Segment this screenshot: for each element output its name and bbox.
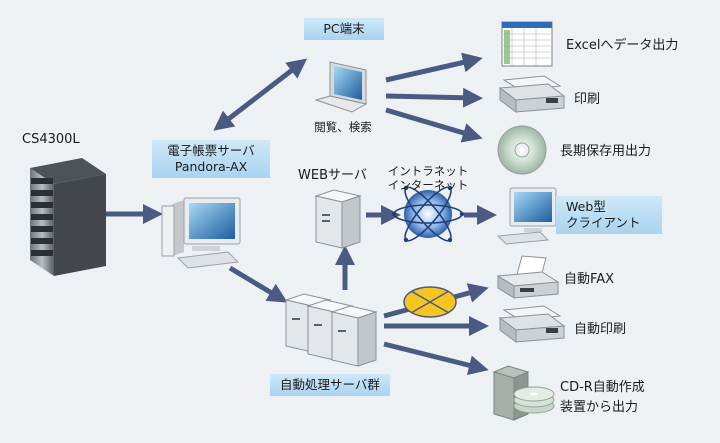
print-output-label: 印刷 [574,92,601,107]
arrow-servers-to-cdr [383,341,489,376]
printer-icon [498,75,566,113]
cdr-line1: CD-R自動作成 [560,380,645,395]
connector-arrows [105,52,497,376]
tower-server-icon [314,189,362,249]
arrow-pandora-to-servers [228,265,288,303]
server-rack-icon [30,158,106,276]
cs4300l-label: CS4300L [22,132,80,147]
cd-disc-icon [497,125,547,175]
pandora-ax-line2: Pandora-AX [174,159,248,174]
web-client-line1: Web型 [566,199,606,214]
desktop-pc-icon [161,197,241,269]
spreadsheet-icon [501,21,553,67]
network-line2: インターネット [387,178,469,192]
cdr-output-label: CD-R自動作成 装置から出力 [560,378,645,418]
cd-writer-icon [492,365,555,421]
web-server-label: WEBサーバ [298,168,367,183]
pandora-ax-label: 電子帳票サーバ Pandora-AX [152,140,270,178]
pc-terminal-caption: 閲覧、検索 [314,120,372,134]
auto-print-label: 自動印刷 [574,322,627,337]
web-client-line2: クライアント [566,215,641,230]
auto-fax-label: 自動FAX [564,272,615,287]
tower-server-icon [330,305,378,367]
pandora-ax-line1: 電子帳票サーバ [167,143,255,158]
envelope-line-icon [403,286,457,318]
laptop-icon [314,61,368,113]
arrow-pc-to-excel [385,52,483,83]
network-line1: イントラネット [387,164,469,178]
auto-servers-label: 自動処理サーバ群 [270,374,390,396]
cdr-line2: 装置から出力 [560,400,639,415]
printer-icon [498,305,566,343]
desktop-pc-icon [496,187,557,245]
excel-output-label: Excelへデータ出力 [566,38,679,53]
arrow-pc-to-print [385,87,483,108]
arrow-pandora-pc-bidirectional [213,58,308,131]
archive-output-label: 長期保存用出力 [560,144,652,159]
pc-terminal-label: PC端末 [304,18,384,40]
network-label: イントラネット インターネット [382,164,474,192]
globe-network-icon [391,185,465,243]
web-client-label: Web型 クライアント [556,196,662,234]
arrow-pc-to-archive [385,107,483,143]
fax-icon [496,255,560,299]
server-cluster [284,293,378,367]
